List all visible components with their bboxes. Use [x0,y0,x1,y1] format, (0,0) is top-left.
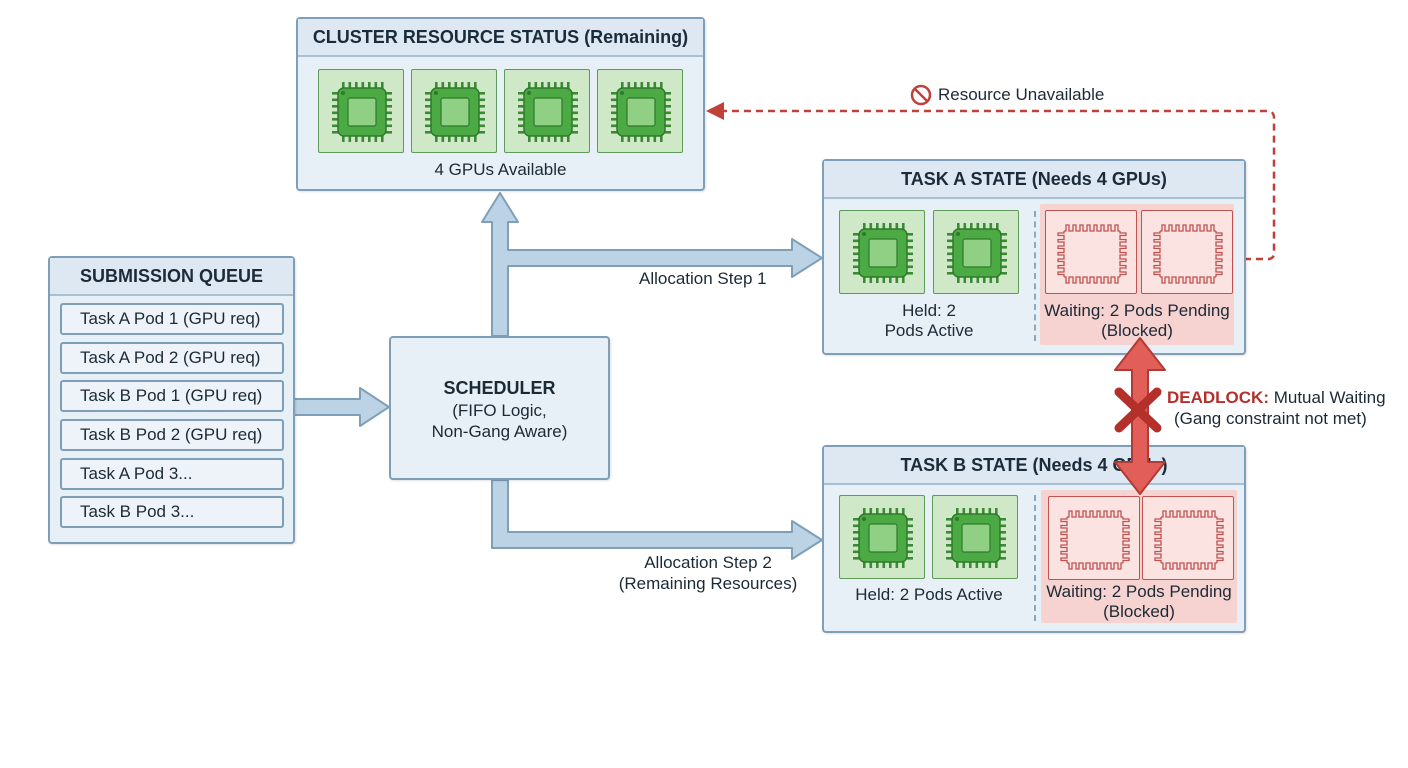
queue-item[interactable]: Task B Pod 1 (GPU req) [60,380,284,412]
resource-unavailable-arrowhead [706,102,724,120]
submission-queue-panel: SUBMISSION QUEUE Task A Pod 1 (GPU req) … [48,256,295,544]
pending-gpu-outline-icon [1141,210,1233,294]
deadlock-description: Mutual Waiting [1269,388,1386,407]
task-b-waiting-line2: (Blocked) [1103,602,1175,621]
submission-queue-title: SUBMISSION QUEUE [50,258,293,296]
allocation-step-1-label: Allocation Step 1 [639,269,767,288]
task-a-waiting-line2: (Blocked) [1101,321,1173,340]
resource-unavailable-label: Resource Unavailable [910,82,1104,108]
gpu-chip-icon [504,69,590,153]
deadlock-keyword: DEADLOCK: [1167,388,1269,407]
pending-gpu-outline-icon [1045,210,1137,294]
allocation-step-2-sublabel: (Remaining Resources) [618,574,798,593]
deadlock-label: DEADLOCK: Mutual Waiting [1167,388,1386,408]
queue-item[interactable]: Task A Pod 1 (GPU req) [60,303,284,335]
queue-item[interactable]: Task B Pod 2 (GPU req) [60,419,284,451]
gpu-chip-icon [933,210,1019,294]
cluster-resource-title: CLUSTER RESOURCE STATUS (Remaining) [298,19,703,57]
red-x-icon [1114,387,1162,433]
gpu-chip-icon [839,495,925,579]
allocation-step-2-arrow [491,479,823,560]
task-a-state-panel: TASK A STATE (Needs 4 GPUs) Held: 2 Pods… [822,159,1246,355]
cluster-resource-panel: CLUSTER RESOURCE STATUS (Remaining) 4 GP… [296,17,705,191]
allocation-step-1-arrow [481,192,823,337]
queue-item[interactable]: Task B Pod 3... [60,496,284,528]
task-b-pending-zone: Waiting: 2 Pods Pending (Blocked) [1041,490,1237,623]
task-b-waiting-line1: Waiting: 2 Pods Pending [1046,582,1232,601]
gpu-chip-icon [597,69,683,153]
task-a-title: TASK A STATE (Needs 4 GPUs) [824,161,1244,199]
task-a-held-line1: Held: 2 [902,301,956,320]
task-a-held-line2: Pods Active [884,321,974,340]
pending-gpu-outline-icon [1048,496,1140,580]
gpus-available-caption: 4 GPUs Available [434,160,567,179]
gpu-chip-icon [932,495,1018,579]
queue-item[interactable]: Task A Pod 3... [60,458,284,490]
held-waiting-divider [1034,495,1036,621]
gpu-chip-icon [318,69,404,153]
held-waiting-divider [1034,211,1036,341]
gang-constraint-label: (Gang constraint not met) [1174,409,1367,428]
no-entry-icon [910,84,932,106]
gpu-chip-icon [839,210,925,294]
allocation-step-2-label: Allocation Step 2 [644,553,772,572]
gpu-chip-icon [411,69,497,153]
task-a-waiting-line1: Waiting: 2 Pods Pending [1044,301,1230,320]
resource-unavailable-text: Resource Unavailable [938,85,1105,104]
resource-unavailable-dashed-arrow [722,109,1276,261]
queue-item[interactable]: Task A Pod 2 (GPU req) [60,342,284,374]
scheduler-logic-line2: Non-Gang Aware) [431,422,568,441]
task-b-title: TASK B STATE (Needs 4 GPUs) [824,447,1244,485]
task-b-held: Held: 2 Pods Active [855,585,1003,604]
scheduler-title: SCHEDULER [443,378,556,398]
task-a-pending-zone: Waiting: 2 Pods Pending (Blocked) [1040,204,1234,345]
task-b-state-panel: TASK B STATE (Needs 4 GPUs) Held: 2 Pods… [822,445,1246,633]
scheduler-box: SCHEDULER (FIFO Logic, Non-Gang Aware) [389,336,610,480]
queue-to-scheduler-arrow [293,387,390,427]
pending-gpu-outline-icon [1142,496,1234,580]
scheduler-logic-line1: (FIFO Logic, [452,401,547,420]
